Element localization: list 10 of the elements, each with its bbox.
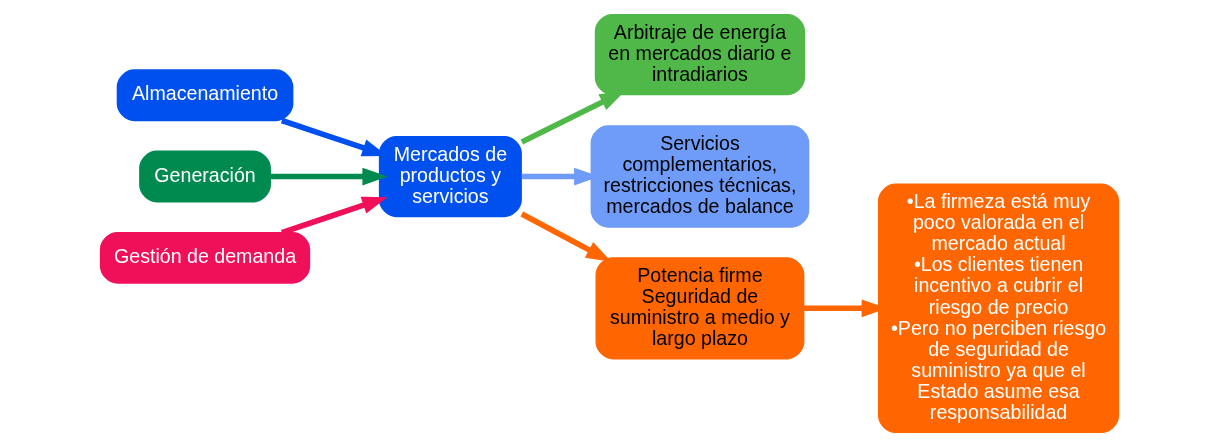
node-box: Potencia firme Seguridad de suministro a medio y largo plazo [595, 256, 805, 359]
node-box: Almacenamiento [116, 68, 294, 121]
arrow [280, 196, 388, 235]
node-box: Gestión de demanda [99, 231, 311, 284]
node-box: Servicios complementarios, restricciones técnicas, mercados de balance [590, 124, 810, 228]
node-box: Mercados de productos y servicios [378, 135, 522, 217]
node-box: Generación [139, 150, 271, 202]
node-box: •La firmeza está muy poco valorada en el mercado actual •Los clientes tienen incentivo a cubrir el riesgo de precio •Pero no perciben riesgo de seguridad de suministro ya que el Estado asume esa responsabilidad [877, 183, 1120, 433]
node-box: Arbitraje de energía en mercados diario e intradiarios [594, 13, 806, 95]
arrow [270, 167, 388, 185]
